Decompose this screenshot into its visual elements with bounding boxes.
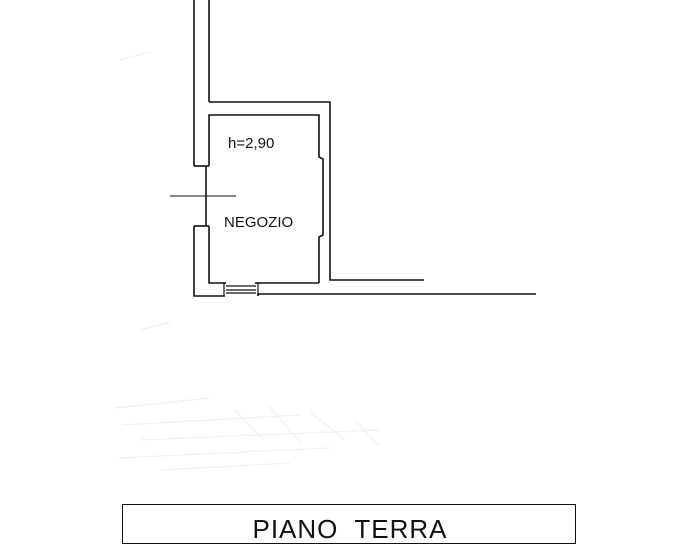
bottom-outer-wall bbox=[257, 293, 536, 296]
room-inner-bottom-left bbox=[208, 226, 226, 284]
room-name-label: NEGOZIO bbox=[224, 214, 293, 231]
faint-background-marks bbox=[114, 51, 381, 471]
room-left-wall-lower bbox=[193, 226, 225, 297]
floor-title-box: PIANO TERRA bbox=[122, 504, 576, 544]
floor-plan-drawing: h=2,90 NEGOZIO bbox=[114, 0, 536, 471]
entrance-door bbox=[221, 282, 260, 296]
floor-title: PIANO TERRA bbox=[252, 514, 448, 544]
room-height-label: h=2,90 bbox=[228, 135, 274, 152]
room-inner-top-right-wall bbox=[208, 114, 324, 283]
room-outer-top-right-wall bbox=[209, 101, 424, 281]
